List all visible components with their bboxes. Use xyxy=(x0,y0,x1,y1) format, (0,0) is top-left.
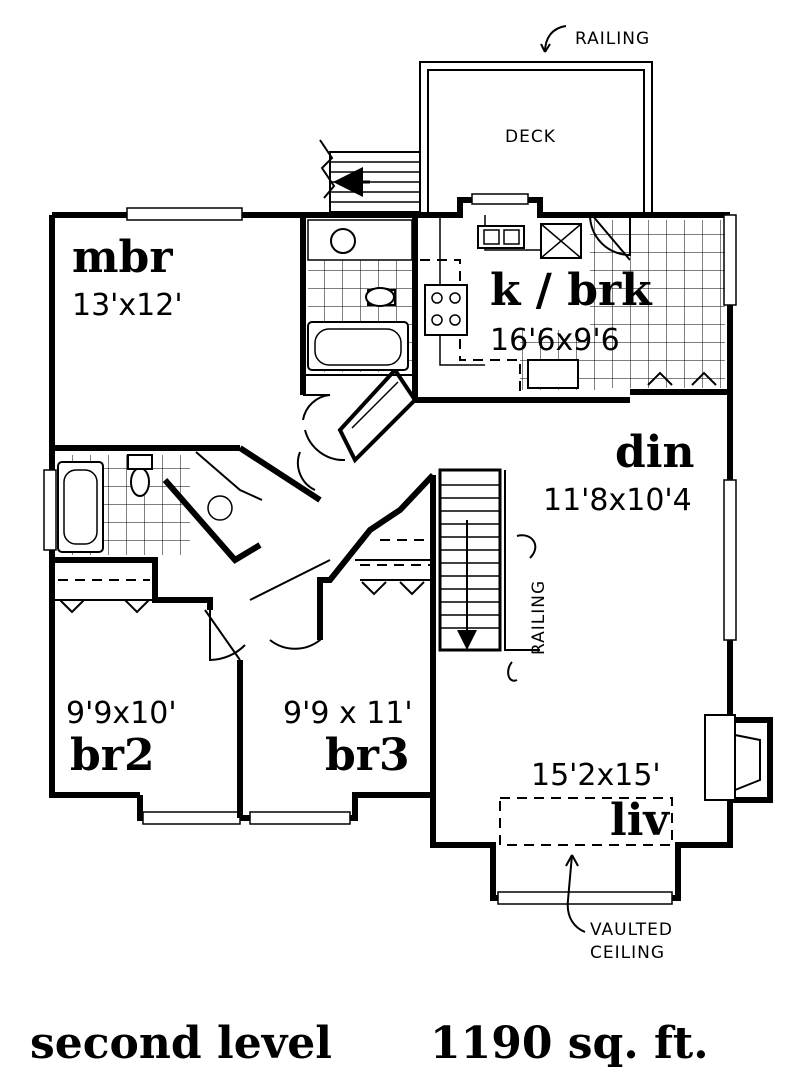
room-dims-br2: 9'9x10' xyxy=(66,696,177,731)
room-name-br3: br3 xyxy=(325,730,410,781)
room-name-mbr: mbr xyxy=(72,232,173,283)
vaulted-label-line2: CEILING xyxy=(590,943,665,963)
room-dims-kbrk: 16'6x9'6 xyxy=(490,323,620,358)
exterior-stair xyxy=(319,139,421,213)
railing-stair-pointer xyxy=(516,534,537,559)
railing-label-stair: RAILING xyxy=(529,580,549,655)
interior-stair xyxy=(438,468,540,652)
windows xyxy=(43,193,737,905)
room-name-br2: br2 xyxy=(70,730,155,781)
deck-label: DECK xyxy=(505,127,556,147)
room-name-din: din xyxy=(615,427,694,478)
deck xyxy=(419,61,653,215)
fireplace xyxy=(704,714,761,801)
caption-area: 1190 sq. ft. xyxy=(430,1018,709,1069)
interior-walls xyxy=(52,215,730,818)
kitchen xyxy=(420,215,725,395)
closets xyxy=(58,539,430,614)
railing-pointer xyxy=(544,25,567,53)
room-dims-liv: 15'2x15' xyxy=(531,758,661,793)
vaulted-ceiling-outline xyxy=(499,797,673,846)
room-dims-din: 11'8x10'4 xyxy=(543,483,692,518)
master-bath xyxy=(307,219,413,372)
vaulted-pointer xyxy=(566,854,586,933)
railing-label-top: RAILING xyxy=(575,29,650,49)
vaulted-label-line1: VAULTED xyxy=(590,920,673,940)
room-dims-mbr: 13'x12' xyxy=(72,288,183,323)
room-name-liv: liv xyxy=(610,795,670,846)
room-name-kbrk: k / brk xyxy=(490,265,653,316)
caption-level: second level xyxy=(30,1018,332,1069)
exterior-walls xyxy=(49,197,773,901)
hall-bath xyxy=(57,454,233,555)
room-dims-br3: 9'9 x 11' xyxy=(283,696,413,731)
